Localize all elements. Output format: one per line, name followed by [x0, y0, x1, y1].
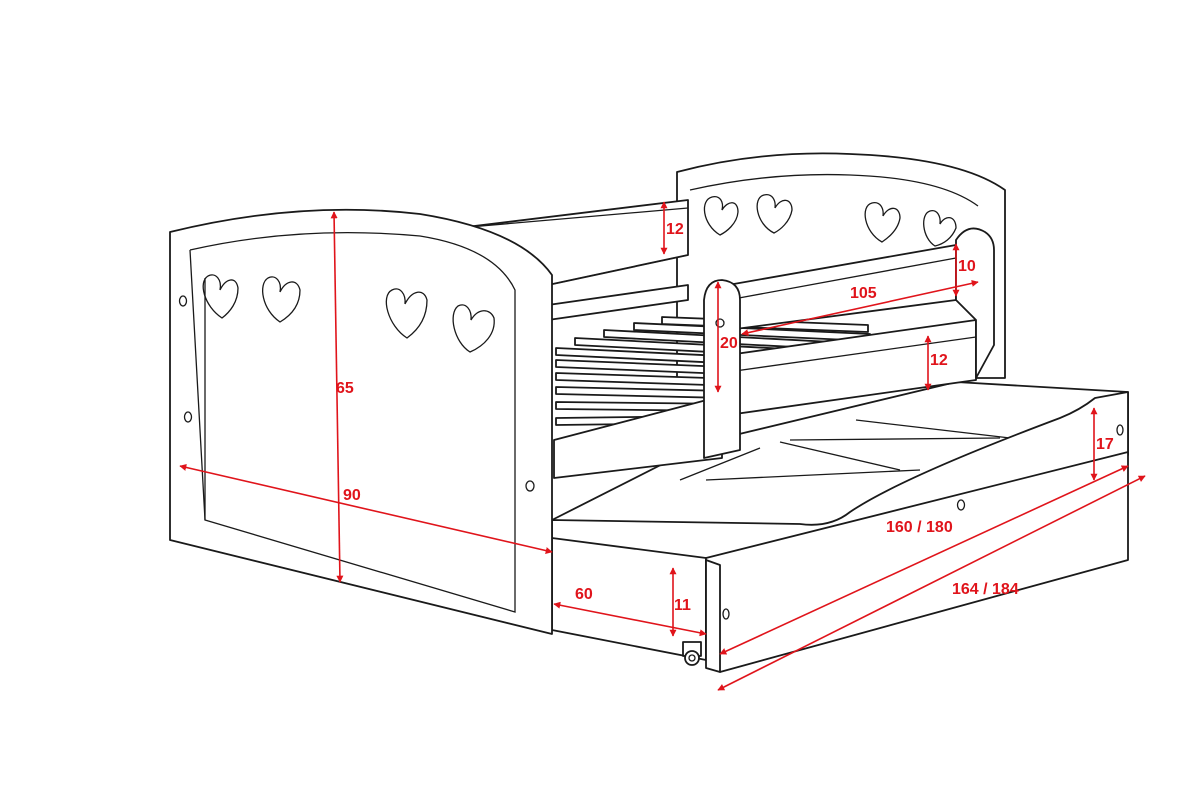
heart-icon: [202, 274, 239, 319]
label-back-rail-height: 12: [666, 221, 684, 238]
dim-line-drawer-depth: [553, 601, 707, 637]
dimension-lines: [179, 201, 1146, 691]
label-drawer-clearance: 11: [674, 597, 691, 614]
heart-icon: [452, 304, 495, 353]
heart-icon: [703, 196, 739, 236]
heart-icon: [923, 210, 957, 247]
label-bed-width: 90: [343, 487, 361, 504]
label-lower-rail-height: 12: [930, 352, 948, 369]
dim-line-guard-rail-length: [741, 279, 979, 337]
label-drawer-front-height: 17: [1096, 436, 1114, 453]
heart-icon: [864, 202, 901, 243]
label-guard-rail-length: 105: [850, 285, 877, 302]
caster-wheel-icon: [682, 641, 702, 666]
dimension-labels: 65 90 12 10 105 20 12 17 160 / 180 164 /…: [336, 221, 1114, 614]
heart-icon: [385, 288, 428, 339]
dim-line-total-length: [717, 475, 1146, 691]
dim-line-bed-width: [179, 464, 553, 554]
label-drawer-length: 160 / 180: [886, 519, 953, 536]
label-headboard-height: 65: [336, 380, 354, 397]
heart-icon: [262, 276, 301, 323]
label-guard-rail-height: 10: [958, 258, 976, 275]
heart-icon: [756, 194, 793, 234]
label-guard-post-height: 20: [720, 335, 738, 352]
label-drawer-depth: 60: [575, 586, 593, 603]
label-total-length: 164 / 184: [952, 581, 1019, 598]
front-footboard: [169, 208, 553, 635]
